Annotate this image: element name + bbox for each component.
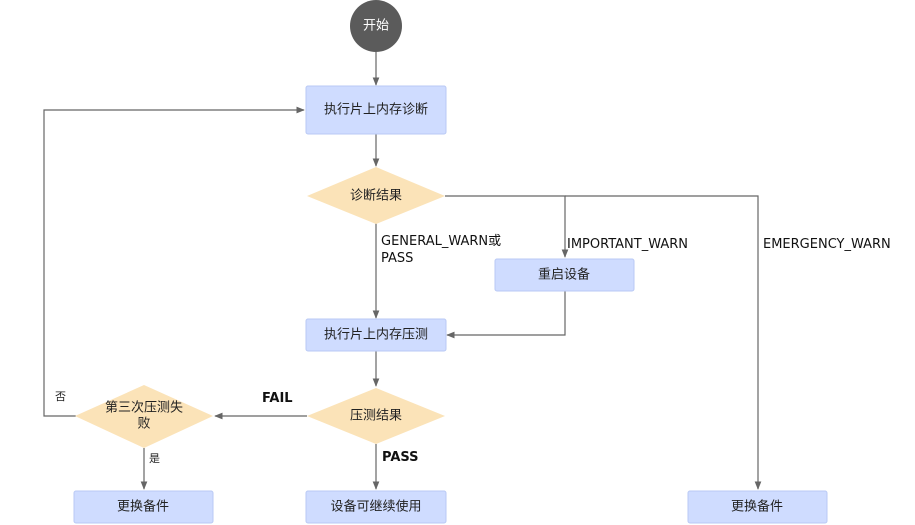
- continue-use-node: 设备可继续使用: [305, 490, 447, 524]
- run-diag-node: 执行片上内存诊断: [305, 85, 447, 135]
- label-no: 否: [55, 390, 66, 403]
- run-diag-label: 执行片上内存诊断: [324, 102, 428, 118]
- diag-result-node: 诊断结果: [307, 167, 445, 224]
- edge-fail-no-loop: [43, 106, 305, 417]
- replace-left-label: 更换备件: [117, 499, 169, 515]
- edges: [43, 52, 762, 490]
- label-pass: PASS: [382, 450, 419, 465]
- label-yes: 是: [149, 452, 160, 465]
- replace-left-node: 更换备件: [73, 490, 214, 524]
- third-fail-node: 第三次压测失 败: [75, 385, 213, 448]
- stress-result-node: 压测结果: [307, 388, 445, 444]
- third-fail-label-line2: 败: [137, 417, 150, 432]
- diag-result-label: 诊断结果: [350, 189, 402, 204]
- stress-result-label: 压测结果: [350, 409, 402, 424]
- label-important-warn: IMPORTANT_WARN: [567, 237, 688, 252]
- restart-label: 重启设备: [538, 267, 590, 283]
- label-fail: FAIL: [262, 391, 293, 406]
- edge-restart-to-stress: [446, 291, 566, 339]
- third-fail-label-line1: 第三次压测失: [105, 400, 183, 416]
- edge-labels: GENERAL_WARN或 PASS IMPORTANT_WARN EMERGE…: [55, 234, 891, 465]
- label-emergency-warn: EMERGENCY_WARN: [763, 237, 891, 252]
- continue-use-label: 设备可继续使用: [330, 499, 421, 515]
- start-label: 开始: [363, 19, 389, 34]
- replace-right-label: 更换备件: [731, 499, 783, 515]
- replace-right-node: 更换备件: [687, 490, 828, 524]
- run-stress-label: 执行片上内存压测: [324, 327, 428, 343]
- start-node: 开始: [350, 0, 402, 52]
- label-general-warn-line1: GENERAL_WARN或: [381, 234, 501, 249]
- restart-node: 重启设备: [494, 258, 635, 292]
- edge-result-to-replace-right: [565, 195, 762, 490]
- label-general-warn-line2: PASS: [381, 251, 413, 266]
- run-stress-node: 执行片上内存压测: [305, 318, 447, 352]
